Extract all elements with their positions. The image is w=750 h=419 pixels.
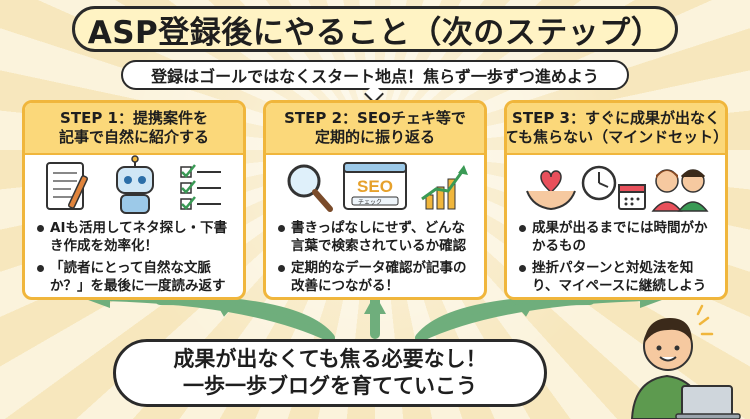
- step-2-illustration: SEO チェック: [266, 155, 484, 219]
- subtitle-text: 登録はゴールではなくスタート地点！焦らず一歩ずつ進めよう: [151, 67, 599, 86]
- robot-icon: [116, 155, 154, 214]
- step-1-illustration: [25, 155, 243, 219]
- step-2-title-line2: 定期的に振り返る: [314, 128, 435, 146]
- step-1-bullet-2: 「読者にとって自然な文脈か？」を最後に一度読み返す: [37, 259, 235, 295]
- step-2-bullet-2: 定期的なデータ確認が記事の改善につながる！: [278, 259, 476, 295]
- step-3-bullets: 成果が出るまでには時間がかかるもの 挫折パターンと対処法を知り、マイペースに継続…: [507, 219, 725, 295]
- step-1-bullet-1: AIも活用してネタ探し・下書き作成を効率化！: [37, 219, 235, 255]
- step-1-bullets: AIも活用してネタ探し・下書き作成を効率化！ 「読者にとって自然な文脈か？」を最…: [25, 219, 243, 295]
- people-icon: [651, 169, 709, 212]
- step-3-title-line1: STEP 3：すぐに成果が出なく: [512, 109, 720, 127]
- bottom-message-bubble: 成果が出なくても焦る必要なし！ 一歩一歩ブログを育てていこう: [113, 339, 547, 407]
- document-pen-icon: [46, 162, 88, 210]
- step-card-3-header: STEP 3：すぐに成果が出なく ても焦らない（マインドセット）: [507, 103, 725, 155]
- step-card-1: STEP 1：提携案件を 記事で自然に紹介する: [22, 100, 246, 300]
- clock-icon: [581, 165, 617, 201]
- step-3-title-line2: ても焦らない（マインドセット）: [504, 128, 728, 146]
- step-3-illustration: [507, 155, 725, 219]
- bottom-message-line1: 成果が出なくても焦る必要なし！: [173, 347, 487, 371]
- step-1-title-line2: 記事で自然に紹介する: [58, 128, 209, 146]
- step-card-1-header: STEP 1：提携案件を 記事で自然に紹介する: [25, 103, 243, 155]
- person-hair: [644, 318, 692, 344]
- step-card-2: STEP 2：SEOチェキ等で 定期的に振り返る SEO チェック: [263, 100, 487, 300]
- step-card-2-header: STEP 2：SEOチェキ等で 定期的に振り返る: [266, 103, 484, 155]
- magnifier-icon: [287, 164, 333, 212]
- checklist-icon: [180, 164, 221, 210]
- step-1-title-line1: STEP 1：提携案件を: [60, 109, 208, 127]
- step-2-bullets: 書きっぱなしにせず、どんな言葉で検索されているか確認 定期的なデータ確認が記事の…: [266, 219, 484, 295]
- person-laptop-illustration: [630, 304, 741, 419]
- page-title-text: ASP登録後にやること（次のステップ）: [87, 14, 663, 51]
- sparkle-icon: [696, 304, 714, 336]
- step-3-bullet-2: 挫折パターンと対処法を知り、マイペースに継続しよう: [519, 259, 717, 295]
- growth-chart-icon: [421, 165, 468, 210]
- step-3-bullet-1: 成果が出るまでには時間がかかるもの: [519, 219, 717, 255]
- seo-browser-icon: SEO チェック: [343, 162, 407, 210]
- page-title: ASP登録後にやること（次のステップ）: [72, 6, 678, 52]
- bottom-message-line2: 一歩一歩ブログを育てていこう: [183, 374, 477, 398]
- heart-hands-icon: [526, 170, 576, 211]
- step-2-bullet-1: 書きっぱなしにせず、どんな言葉で検索されているか確認: [278, 219, 476, 255]
- seo-search-label: チェック: [358, 199, 382, 206]
- subtitle-bubble: 登録はゴールではなくスタート地点！焦らず一歩ずつ進めよう: [121, 60, 629, 90]
- calendar-icon: [618, 184, 646, 210]
- laptop-icon: [675, 385, 741, 419]
- step-card-3: STEP 3：すぐに成果が出なく ても焦らない（マインドセット）: [504, 100, 728, 300]
- step-2-title-line1: STEP 2：SEOチェキ等で: [284, 109, 466, 127]
- seo-label: SEO: [357, 177, 393, 196]
